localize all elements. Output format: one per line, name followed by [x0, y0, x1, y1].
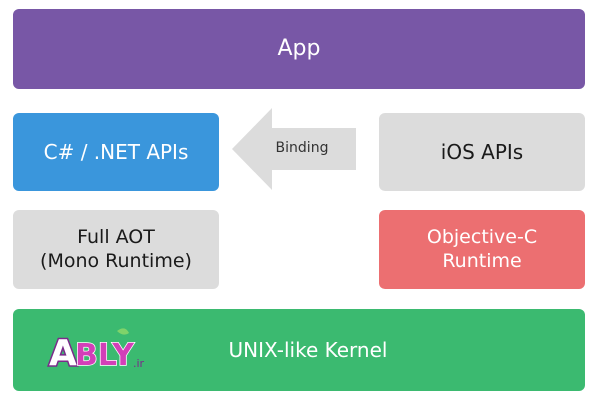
ably-logo: A BLY .ir: [48, 328, 145, 375]
full-aot-box: Full AOT (Mono Runtime): [13, 210, 219, 289]
csharp-dotnet-apis-box: C# / .NET APIs: [13, 113, 219, 191]
svg-text:A: A: [49, 333, 77, 374]
objective-c-line1: Objective-C: [426, 225, 538, 248]
unix-kernel-label: UNIX-like Kernel: [228, 337, 388, 362]
svg-text:BLY: BLY: [75, 338, 135, 373]
binding-arrow: [232, 108, 356, 190]
binding-label: Binding: [275, 140, 329, 156]
full-aot-line1: Full AOT: [77, 225, 155, 248]
objective-c-line2: Runtime: [442, 249, 522, 272]
csharp-dotnet-apis-label: C# / .NET APIs: [43, 139, 189, 164]
ios-apis-label: iOS APIs: [440, 139, 524, 164]
ios-apis-box: iOS APIs: [379, 113, 585, 191]
app-label: App: [277, 36, 321, 62]
objective-c-runtime-box: Objective-C Runtime: [379, 210, 585, 289]
app-layer: App: [13, 9, 585, 89]
unix-kernel-layer: UNIX-like Kernel: [13, 309, 585, 391]
svg-text:.ir: .ir: [133, 357, 145, 370]
full-aot-line2: (Mono Runtime): [40, 249, 192, 272]
